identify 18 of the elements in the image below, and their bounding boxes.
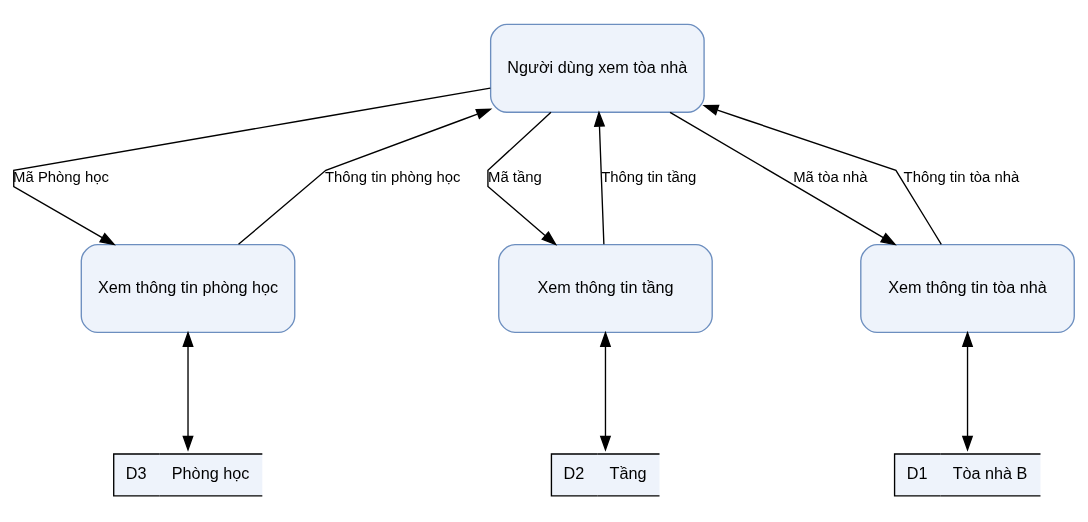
arrow xyxy=(182,330,194,452)
arrow xyxy=(13,86,491,245)
arrow xyxy=(593,110,606,245)
node-box: Người dùng xem tòa nhà xyxy=(489,23,705,113)
node-box: Xem thông tin tầng xyxy=(498,243,713,333)
arrow xyxy=(237,108,493,245)
edge-label: Mã tầng xyxy=(488,168,542,185)
arrow xyxy=(599,330,612,452)
edge-label: Thông tin phòng học xyxy=(324,168,461,185)
edge-label: Mã Phòng học xyxy=(13,168,109,185)
edge-label: Mã tòa nhà xyxy=(793,168,868,185)
arrow xyxy=(669,111,897,246)
arrow xyxy=(702,104,942,245)
edge-label: Thông tin tòa nhà xyxy=(903,168,1020,185)
node-box: Xem thông tin phòng học xyxy=(80,243,296,333)
arrow xyxy=(487,111,558,246)
node-box: Xem thông tin tòa nhà xyxy=(860,243,1075,333)
arrow xyxy=(961,330,974,452)
